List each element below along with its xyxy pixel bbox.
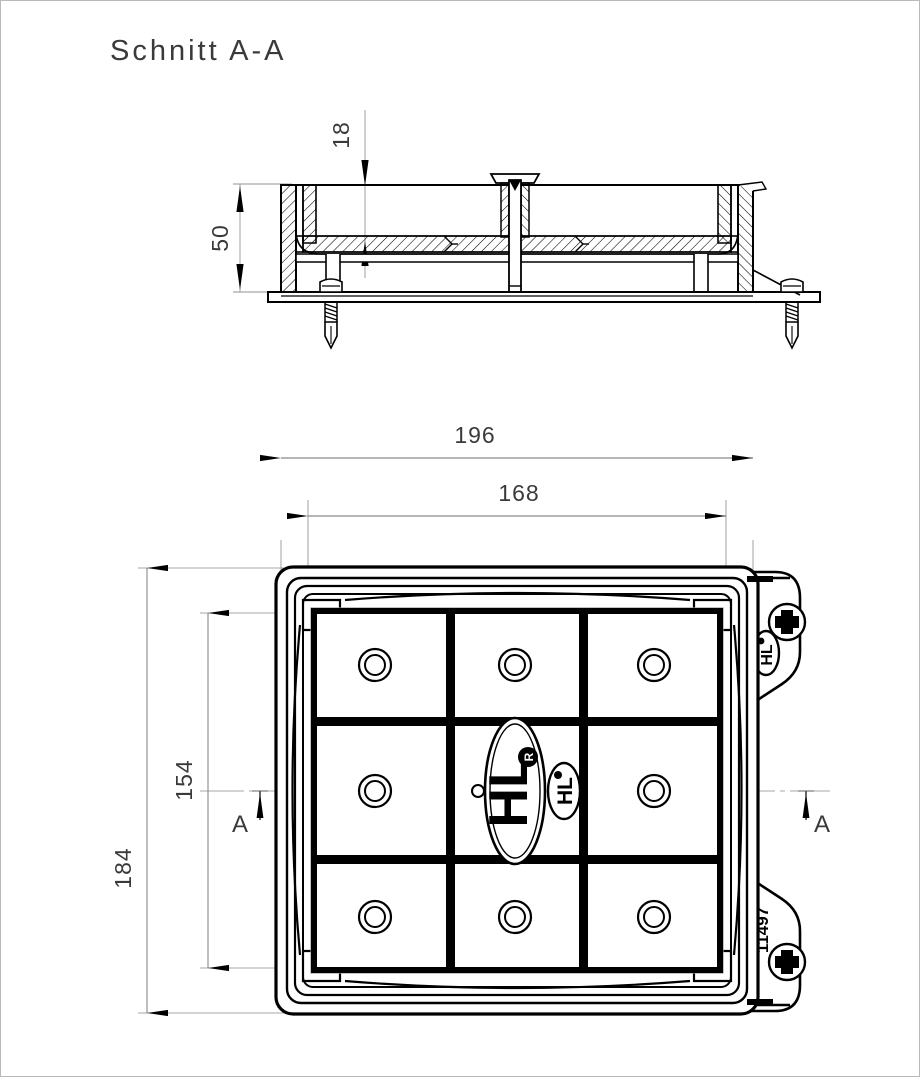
section-label-right: A bbox=[814, 811, 830, 838]
dimension-value-184: 184 bbox=[110, 847, 136, 888]
badge-logo-text: HL bbox=[554, 777, 577, 805]
left-outer-wall bbox=[280, 184, 297, 293]
center-logo: HL R bbox=[477, 716, 547, 866]
section-body bbox=[267, 173, 821, 350]
boss bbox=[636, 773, 672, 809]
boss bbox=[636, 899, 672, 935]
center-plug bbox=[489, 173, 541, 293]
dimension-value-18: 18 bbox=[328, 121, 354, 149]
dimension-value-154: 154 bbox=[171, 759, 197, 800]
section-view: 50 18 bbox=[207, 110, 821, 350]
bottom-flange bbox=[267, 291, 821, 303]
badge-registered-icon bbox=[554, 771, 562, 779]
boss bbox=[357, 647, 393, 683]
dimension-value-168: 168 bbox=[498, 480, 539, 506]
boss bbox=[497, 899, 533, 935]
right-outer-wall bbox=[737, 184, 754, 293]
boss bbox=[636, 647, 672, 683]
grate-frame: HL R HL bbox=[274, 565, 773, 1016]
frame-side-tabs bbox=[747, 576, 773, 1005]
screw-bottom-right[interactable] bbox=[767, 942, 807, 982]
grid-bosses bbox=[357, 647, 672, 935]
support-leg-right bbox=[693, 254, 709, 293]
web-arc-bottom bbox=[344, 979, 691, 990]
ear-logo-text: HL bbox=[759, 644, 776, 666]
frame-ring-2 bbox=[285, 576, 749, 1005]
page-title: Schnitt A-A bbox=[110, 35, 286, 67]
boss bbox=[357, 899, 393, 935]
grate-ribs bbox=[443, 235, 589, 253]
boss bbox=[357, 773, 393, 809]
grid-bar-vertical bbox=[446, 608, 455, 973]
logo-oval-inner bbox=[489, 723, 541, 859]
left-inner-wall bbox=[302, 184, 317, 244]
secondary-logo-badge: HL bbox=[546, 761, 582, 821]
section-label-left: A bbox=[232, 811, 248, 838]
dimension-value-196: 196 bbox=[454, 422, 495, 448]
plan-view: 196 168 184 154 bbox=[110, 422, 830, 1017]
web-arc-left bbox=[291, 624, 302, 956]
dimension-value-50: 50 bbox=[207, 224, 233, 252]
svg-text:R: R bbox=[522, 752, 536, 761]
section-marker-right: A bbox=[798, 790, 830, 838]
screw-right bbox=[780, 278, 804, 350]
dimension-outer-width: 196 bbox=[260, 422, 753, 462]
web-arc-top bbox=[344, 591, 691, 602]
screw-left bbox=[319, 278, 343, 350]
dimension-outer-height: 184 bbox=[110, 564, 168, 1017]
frame-ring-3 bbox=[293, 584, 741, 997]
section-marker-left: A bbox=[232, 790, 268, 838]
right-lip bbox=[737, 181, 768, 192]
dimension-inner-width: 168 bbox=[287, 480, 726, 520]
grid-bar-vertical bbox=[579, 608, 588, 973]
screw-top-right[interactable] bbox=[767, 602, 807, 642]
web-arc-right bbox=[732, 624, 743, 956]
boss bbox=[497, 647, 533, 683]
right-inner-wall bbox=[717, 184, 732, 244]
mounting-ears: HL 11497 bbox=[751, 570, 807, 1013]
registered-mark-icon: R bbox=[518, 747, 538, 767]
dimension-inner-height: 154 bbox=[171, 609, 229, 972]
